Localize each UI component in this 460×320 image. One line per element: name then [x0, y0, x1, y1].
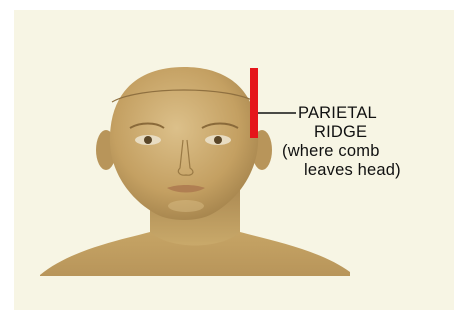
- annotation-line-1: PARIETAL: [282, 104, 460, 123]
- annotation-line-2: RIDGE: [282, 123, 460, 142]
- parietal-ridge-annotation: PARIETAL RIDGE (where comb leaves head): [282, 104, 460, 180]
- annotation-line-4: leaves head): [282, 161, 460, 180]
- parietal-ridge-marker: [250, 68, 258, 138]
- annotation-line-3: (where comb: [282, 142, 460, 161]
